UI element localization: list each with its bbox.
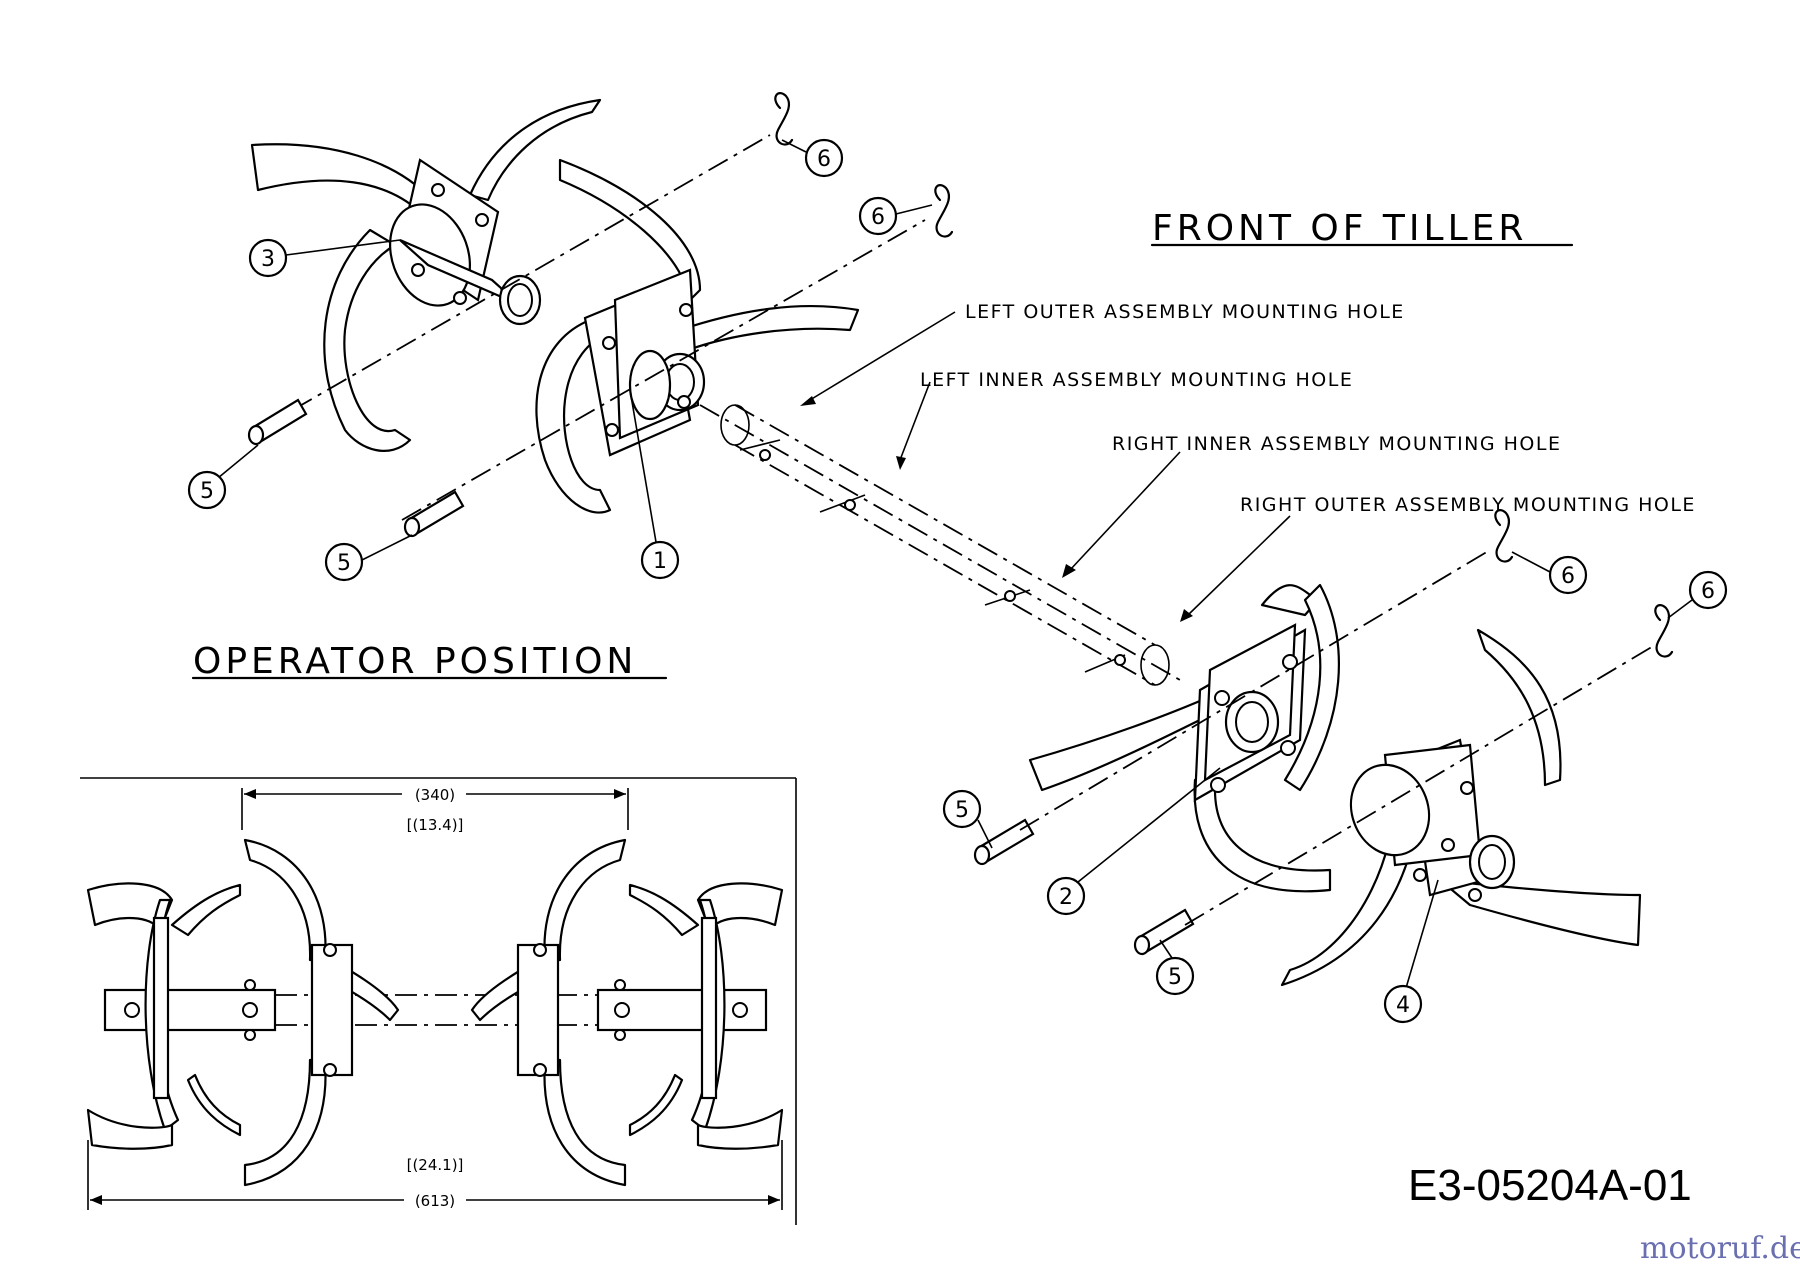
outer-width-in: [(24.1)]	[407, 1156, 464, 1174]
callout-part-1: 1	[629, 389, 680, 580]
callout-part-6-right-b: 6	[1667, 570, 1728, 619]
svg-text:1: 1	[653, 549, 667, 574]
callout-part-5-upper: 5	[187, 444, 259, 510]
callout-part-3: 3	[248, 238, 401, 278]
left-inner-hole-label: LEFT INNER ASSEMBLY MOUNTING HOLE	[920, 369, 1353, 391]
hitch-pin-clip-icon	[774, 92, 1674, 658]
drawing-number: E3-05204A-01	[1408, 1161, 1692, 1210]
inner-width-in: [(13.4)]	[407, 816, 464, 834]
inner-width-dimension: (340) [(13.4)]	[241, 786, 629, 834]
outer-width-dimension: [(24.1)] (613)	[87, 1140, 783, 1210]
right-outer-tine-assembly	[1280, 628, 1642, 987]
svg-text:5: 5	[337, 551, 351, 576]
right-inner-hole-label: RIGHT INNER ASSEMBLY MOUNTING HOLE	[1112, 433, 1561, 455]
svg-text:5: 5	[1168, 965, 1182, 990]
svg-text:3: 3	[261, 247, 275, 272]
callout-part-2: 2	[1046, 767, 1221, 916]
right-outer-hole-label: RIGHT OUTER ASSEMBLY MOUNTING HOLE	[1240, 494, 1696, 516]
svg-text:5: 5	[955, 798, 969, 823]
svg-text:4: 4	[1396, 993, 1410, 1018]
callout-part-5-lower: 5	[324, 534, 413, 582]
right-inner-tine-assembly	[1028, 583, 1340, 893]
left-outer-hole-label: LEFT OUTER ASSEMBLY MOUNTING HOLE	[965, 301, 1405, 323]
svg-text:6: 6	[817, 147, 831, 172]
outer-width-mm: (613)	[415, 1192, 455, 1210]
callout-part-5-right-b: 5	[1155, 939, 1195, 996]
left-outer-tine-assembly	[250, 98, 602, 452]
svg-text:6: 6	[1561, 564, 1575, 589]
svg-text:6: 6	[871, 205, 885, 230]
callout-part-6-top: 6	[781, 138, 844, 178]
right-inner-pin-axis	[1019, 549, 1491, 831]
inner-width-mm: (340)	[415, 786, 455, 804]
left-inner-tine-assembly	[535, 158, 860, 514]
svg-text:5: 5	[200, 479, 214, 504]
right-outer-pin-axis	[1184, 644, 1656, 926]
svg-text:6: 6	[1701, 579, 1715, 604]
callout-part-5-right-a: 5	[942, 789, 993, 849]
left-outer-pin-axis	[257, 134, 771, 431]
watermark-logo: motoruf.de	[1640, 1231, 1800, 1266]
tine-shaft	[699, 404, 1181, 686]
callout-part-6-right-a: 6	[1511, 551, 1588, 595]
front-of-tiller-heading: FRONT OF TILLER	[1152, 208, 1527, 249]
callout-part-4: 4	[1383, 879, 1439, 1024]
operator-position-heading: OPERATOR POSITION	[193, 641, 637, 682]
clevis-pin-icon	[247, 398, 1195, 956]
callout-part-6-mid: 6	[858, 196, 933, 236]
svg-text:2: 2	[1059, 885, 1073, 910]
left-inner-pin-axis	[401, 219, 926, 521]
label-leader-lines	[800, 311, 1291, 622]
operator-position-view	[80, 777, 797, 1225]
